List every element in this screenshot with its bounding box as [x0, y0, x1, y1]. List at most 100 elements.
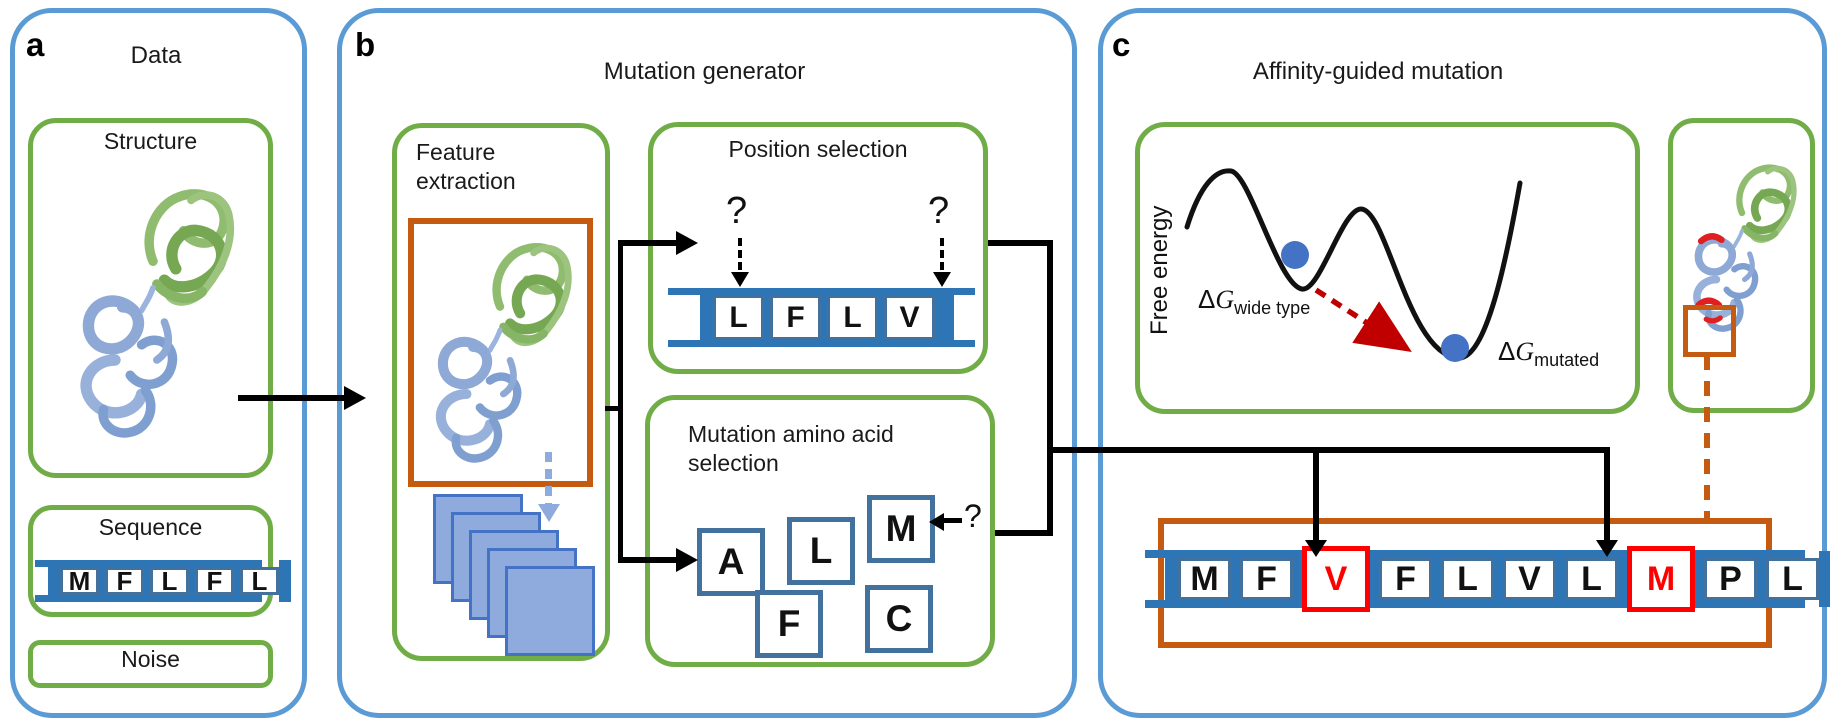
sequence-letter: M: [1178, 558, 1231, 600]
free-energy-curve: [1184, 168, 1523, 362]
sequence-letter: F: [770, 295, 821, 340]
dg-symbol: G: [1515, 337, 1535, 366]
sequence-letter: L: [1766, 558, 1819, 600]
dg-mutated-label: ΔGmutated: [1498, 336, 1599, 371]
mutation-selection-title: Mutation amino acid selection: [688, 421, 894, 477]
position-question-arrow-head-icon: [933, 272, 951, 287]
panel-c: [1098, 8, 1827, 718]
dg-wildtype-label: ΔGwide type: [1198, 284, 1310, 319]
panel-b-title: Mutation generator: [603, 58, 806, 85]
panel-b: [337, 8, 1077, 718]
dg-delta: Δ: [1498, 336, 1516, 366]
sequence-letter: L: [827, 295, 878, 340]
candidate-question-arrow-head-icon: [929, 513, 944, 531]
ladder-part: [99, 560, 105, 602]
protein-mutated-image: [1678, 130, 1806, 365]
sequence-letter: M: [60, 566, 99, 596]
panel-a-title: Data: [130, 42, 182, 69]
to-position-selection-arrow-head-icon: [676, 231, 698, 255]
generator-trunk-line: [618, 240, 623, 562]
ladder-part: [1145, 558, 1165, 600]
candidate-question-mark: ?: [964, 498, 982, 534]
mutation-v-arrow-head-icon: [1305, 540, 1327, 557]
mutation-zoom-dashed-line: [1704, 355, 1710, 518]
dg-symbol: G: [1215, 285, 1235, 314]
position-question-arrow: [738, 238, 742, 270]
panel-b-label: b: [355, 26, 376, 63]
to-amino-selection-arrow: [618, 557, 676, 563]
ladder-part: [1165, 551, 1178, 607]
mutation-site-mark: [1697, 233, 1725, 245]
dg-subscript: mutated: [1534, 350, 1600, 371]
sequence-letter: F: [195, 566, 234, 596]
candidate-amino-acid-box: A: [697, 528, 765, 596]
feature-arrow-head-icon: [538, 504, 560, 522]
mutation-zoom-frame: [1683, 305, 1736, 357]
position-output-line: [988, 240, 1050, 246]
data-to-generator-arrow: [238, 395, 344, 401]
dg-delta: Δ: [1198, 284, 1216, 314]
sequence-letter: V: [884, 295, 935, 340]
generator-merge-line: [1047, 240, 1053, 536]
sequence-letter: M: [1627, 546, 1695, 612]
mutated-state-ball: [1441, 334, 1469, 362]
feature-map-square: [505, 566, 595, 656]
energy-landscape-path: [1184, 168, 1523, 361]
amino-output-line: [995, 530, 1050, 536]
to-amino-selection-arrow-head-icon: [676, 548, 698, 572]
sequence-letter: P: [1704, 558, 1757, 600]
ladder-part: [144, 560, 150, 602]
sequence-letter: L: [150, 566, 189, 596]
ladder-part: [941, 288, 954, 347]
candidate-amino-acid-box: F: [755, 590, 823, 658]
sequence-letter: L: [240, 566, 279, 596]
data-to-generator-arrow-head-icon: [344, 386, 366, 410]
ladder-part: [1556, 551, 1565, 607]
ladder-rail: [1145, 600, 1805, 608]
sequence-title: Sequence: [98, 514, 203, 540]
ladder-part: [1293, 551, 1302, 607]
position-question-arrow: [940, 238, 944, 270]
sequence-letter: F: [105, 566, 144, 596]
ladder-part: [1757, 551, 1766, 607]
ladder-part: [1432, 551, 1441, 607]
position-selection-title: Position selection: [728, 136, 908, 162]
ladder-part: [1370, 551, 1379, 607]
position-question-mark: ?: [726, 190, 748, 232]
panel-c-label: c: [1112, 26, 1131, 63]
mutation-site-mark: [1703, 315, 1723, 324]
candidate-amino-acid-box: L: [787, 517, 855, 585]
mutation-site-mark: [1695, 297, 1723, 309]
ladder-part: [1231, 551, 1240, 607]
sequence-letter: V: [1503, 558, 1556, 600]
ladder-part: [48, 560, 60, 602]
mutation-v-drop-line: [1313, 447, 1319, 540]
panel-a: [10, 8, 307, 718]
sequence-letter: L: [1441, 558, 1494, 600]
candidate-question-arrow: [942, 518, 962, 523]
ladder-rail: [1145, 550, 1805, 558]
position-question-mark: ?: [928, 190, 950, 232]
mutation-m-arrow-head-icon: [1596, 540, 1618, 557]
mutation-m-drop-line: [1604, 447, 1610, 540]
panel-c-title: Affinity-guided mutation: [1252, 58, 1504, 85]
ladder-part: [764, 288, 770, 347]
noise-title: Noise: [121, 646, 180, 672]
generator-to-sequence-line: [1047, 447, 1610, 453]
feature-arrow-dashed: [545, 452, 552, 504]
ladder-part: [1618, 551, 1627, 607]
ladder-part: [935, 288, 941, 347]
ladder-part: [700, 288, 713, 347]
feature-input-frame: [408, 218, 593, 487]
ladder-part: [1494, 551, 1503, 607]
ladder-part: [189, 560, 195, 602]
feature-extraction-title: Feature extraction: [416, 139, 516, 195]
ladder-part: [1695, 551, 1704, 607]
feature-output-line: [605, 406, 623, 411]
